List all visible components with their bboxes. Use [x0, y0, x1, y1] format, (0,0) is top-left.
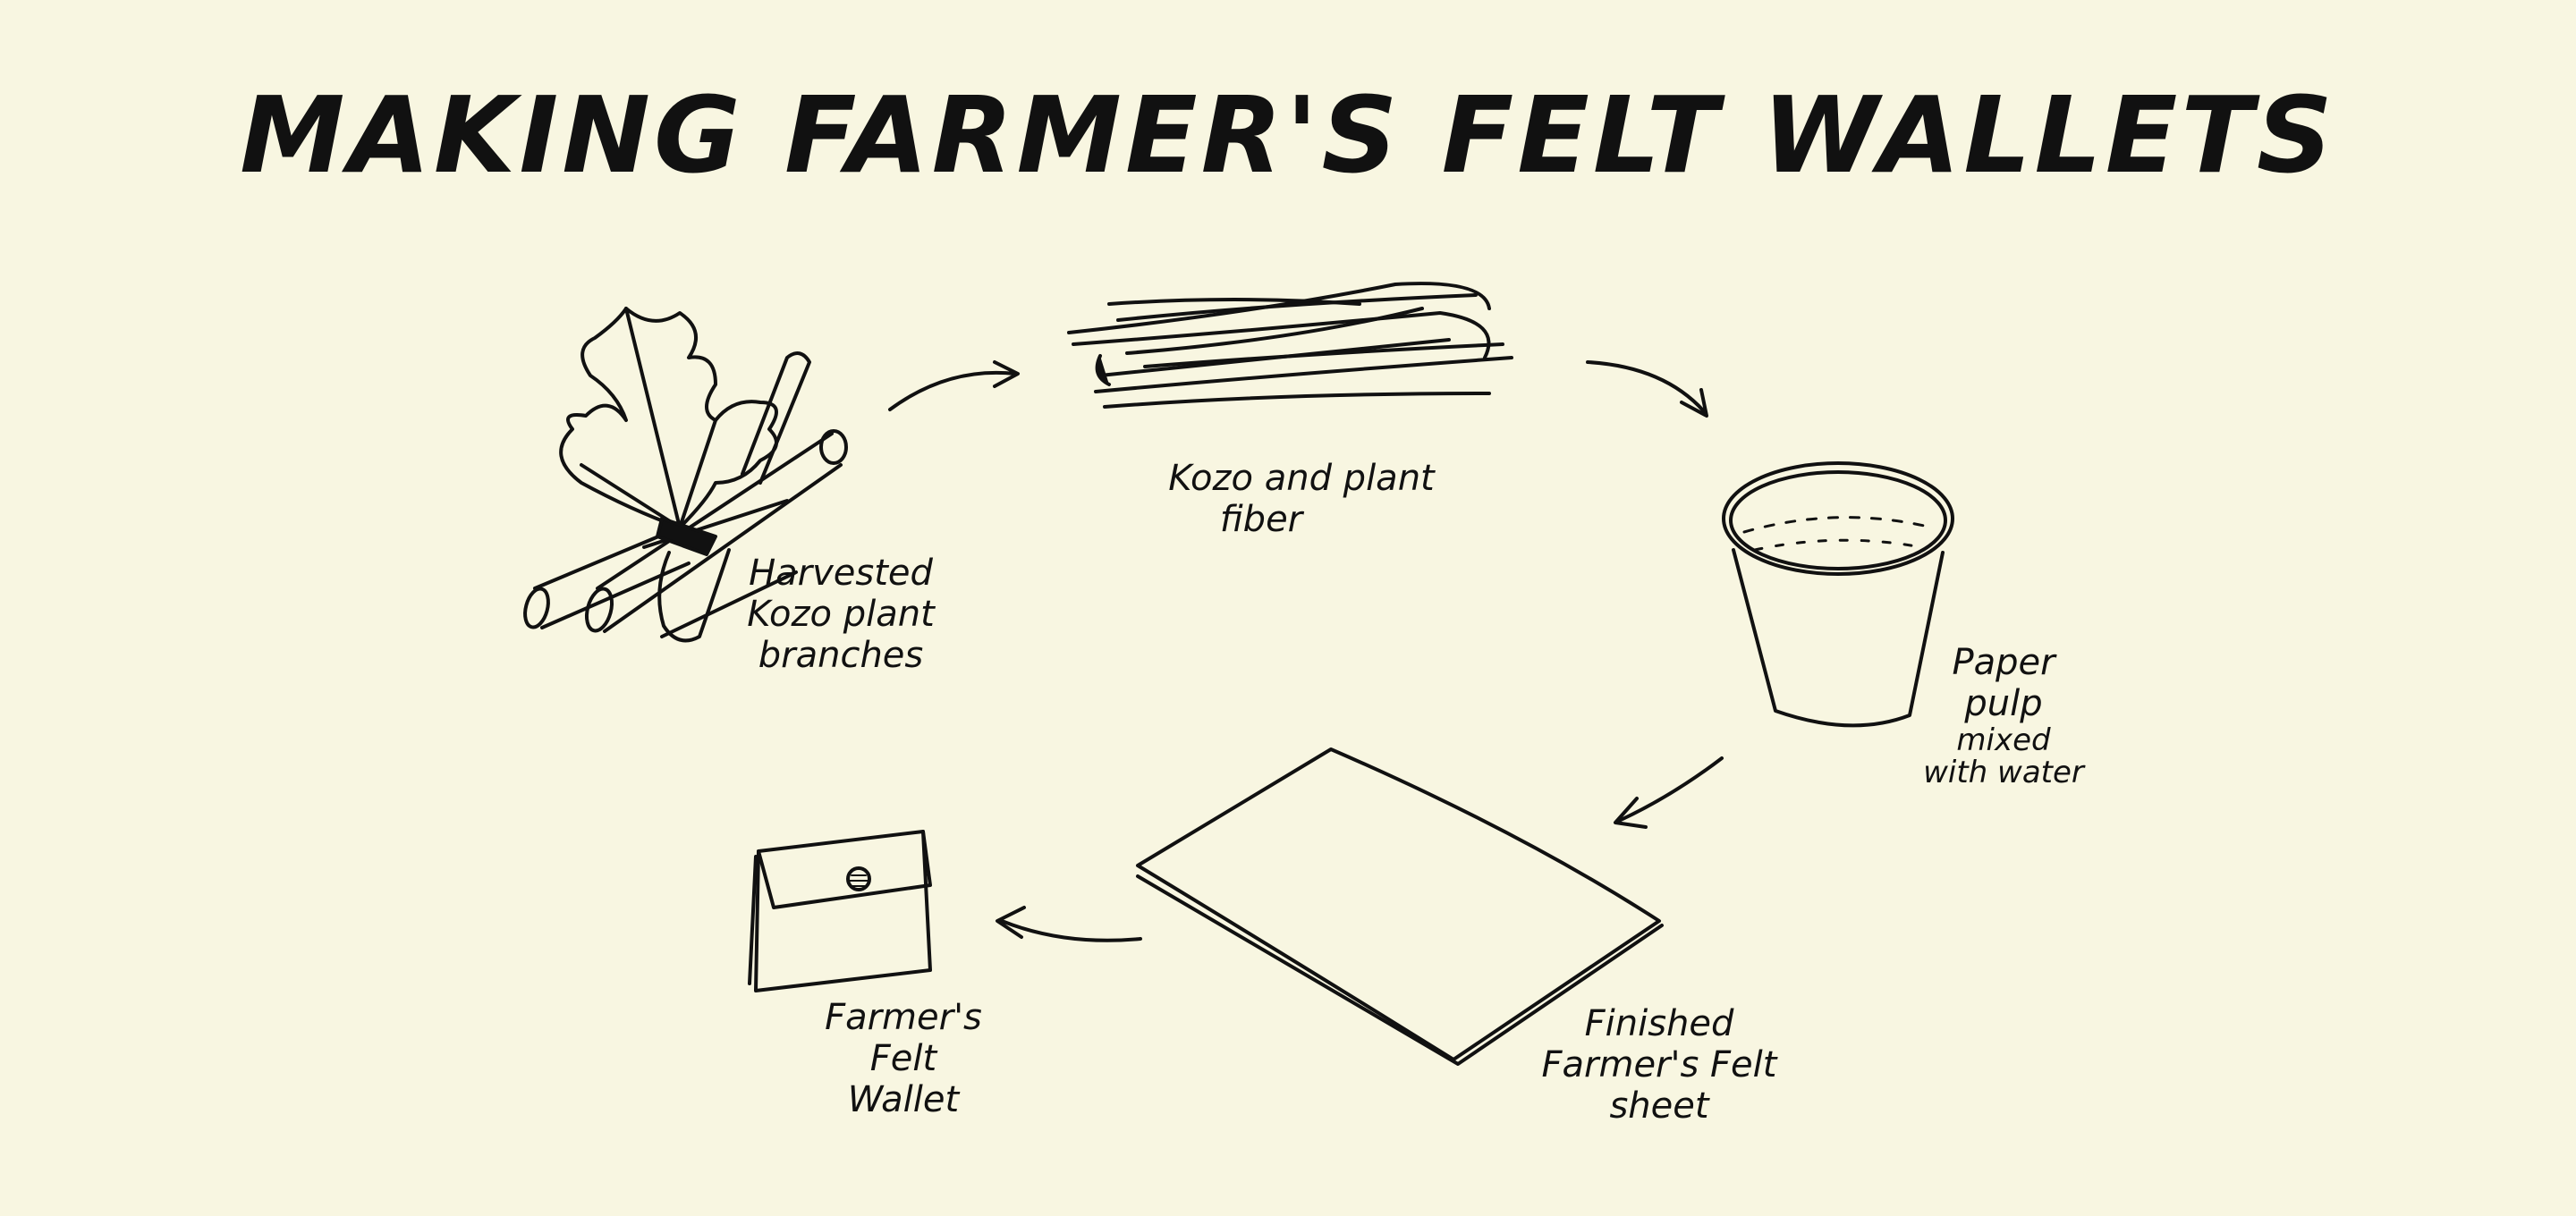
label-line: Farmer's: [825, 997, 982, 1038]
label-line: branches: [758, 635, 924, 676]
label-line: Harvested: [749, 553, 933, 594]
label-line: Kozo and plant: [1168, 458, 1435, 499]
label-line: Felt: [869, 1038, 937, 1079]
label-line: sheet: [1609, 1085, 1709, 1127]
label-line: Paper: [1952, 642, 2055, 683]
label-line: Kozo plant: [747, 594, 935, 635]
flow-arrow-2: [1586, 360, 1706, 413]
pulp-cup-icon: [1722, 461, 1954, 728]
label-harvested-branches: Harvested Kozo plant branches: [724, 553, 957, 676]
label-kozo-fiber: Kozo and plant fiber: [1149, 458, 1453, 540]
flow-arrowhead-4: [996, 906, 1026, 939]
flow-arrowhead-3: [1614, 797, 1648, 829]
label-line: fiber: [1219, 499, 1303, 540]
label-line: Farmer's Felt: [1541, 1044, 1777, 1085]
label-paper-pulp: Paper pulp mixed with water: [1905, 642, 2102, 789]
label-felt-sheet: Finished Farmer's Felt sheet: [1521, 1003, 1798, 1127]
felt-sheet-icon: [1136, 747, 1664, 1066]
label-line: Wallet: [847, 1079, 960, 1120]
flow-arrowhead-2: [1680, 388, 1708, 418]
flow-arrow-4: [1000, 919, 1142, 942]
plant-fiber-icon: [1067, 282, 1513, 409]
flow-arrow-1: [888, 370, 1017, 411]
kozo-branches-icon: [523, 307, 848, 643]
label-line: pulp: [1964, 683, 2043, 724]
page-title: MAKING FARMER'S FELT WALLETS: [240, 73, 2336, 197]
label-line: mixed: [1956, 722, 2051, 758]
label-line: with water: [1923, 755, 2084, 790]
flow-arrow-3: [1617, 756, 1724, 823]
label-felt-wallet: Farmer's Felt Wallet: [805, 997, 1002, 1120]
label-line: Finished: [1584, 1003, 1734, 1044]
flow-arrowhead-1: [993, 360, 1020, 388]
wallet-icon: [748, 830, 932, 992]
